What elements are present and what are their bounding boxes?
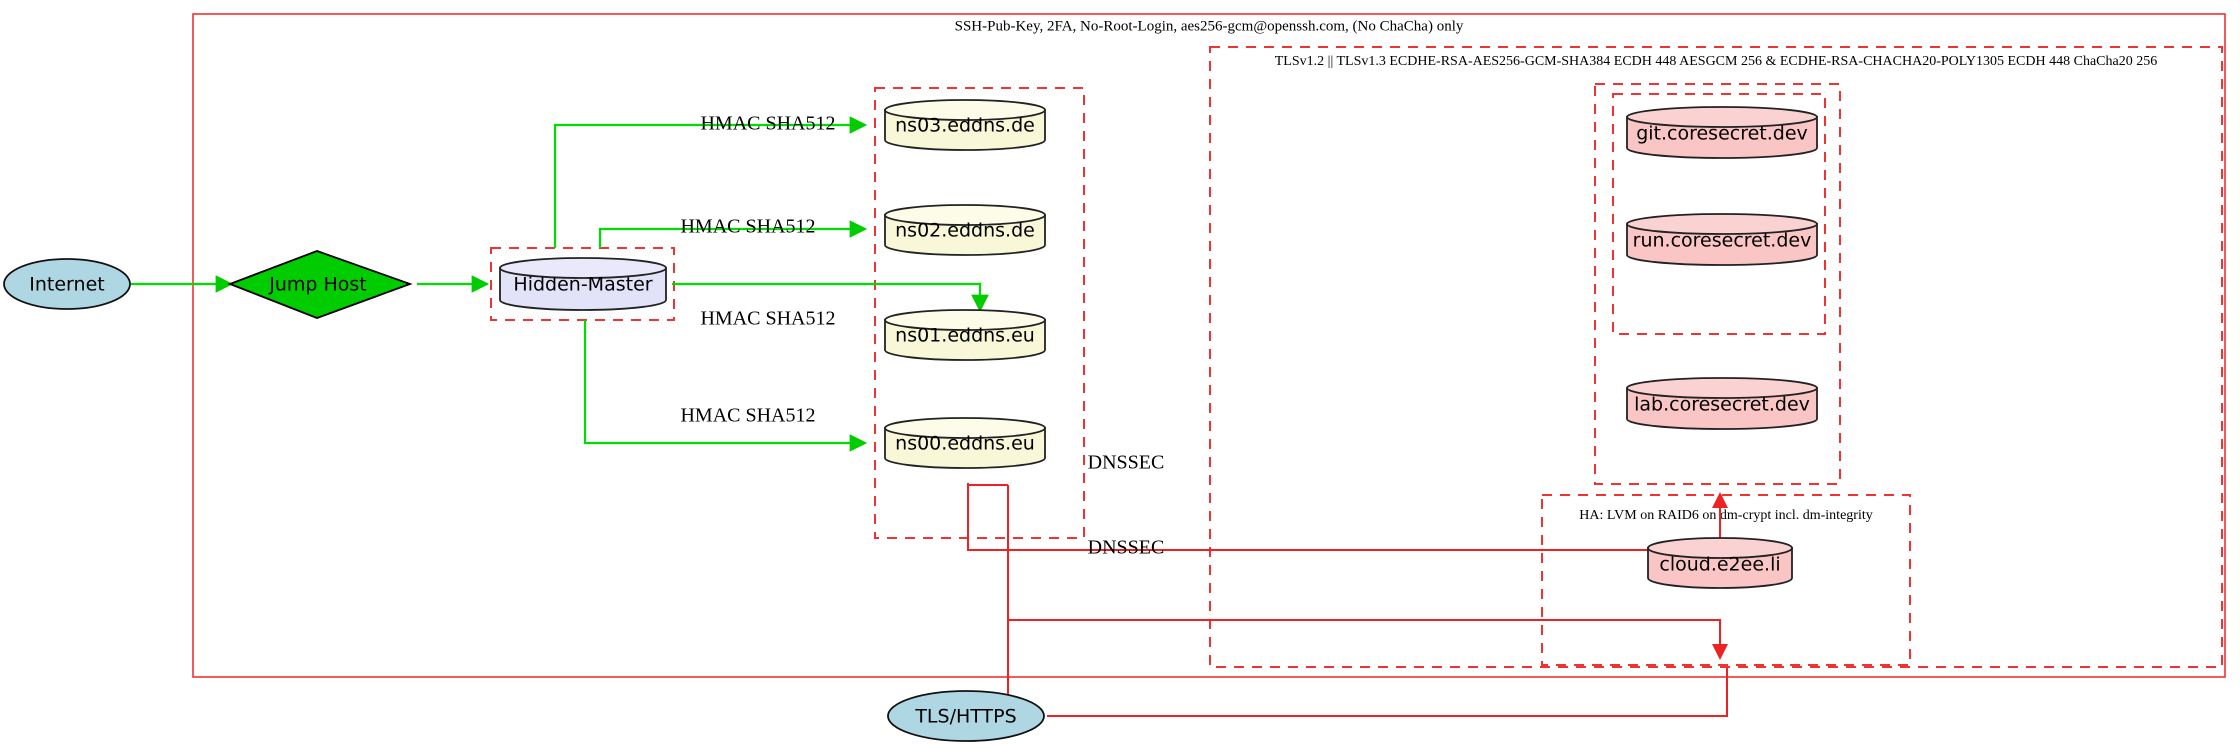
node-lab[interactable]: lab.coresecret.dev: [1626, 377, 1818, 430]
node-lab-label: lab.coresecret.dev: [1634, 394, 1810, 416]
cluster-gitrun-zone: [1612, 93, 1826, 335]
edge-master-to-ns03: [553, 116, 868, 248]
node-run-label: run.coresecret.dev: [1633, 230, 1812, 252]
edge-dnssec-1-to-core: [967, 483, 1728, 551]
node-jumphost[interactable]: Jump Host: [227, 250, 413, 319]
edge-master-to-ns02: [598, 220, 868, 248]
edge-label-dnssec-2: DNSSEC: [1088, 537, 1165, 559]
node-internet[interactable]: Internet: [3, 258, 131, 310]
cluster-core-zone: [1594, 83, 1841, 485]
node-run[interactable]: run.coresecret.dev: [1626, 213, 1818, 266]
edge-dnssec-helper-a: [967, 483, 1008, 486]
node-ns03[interactable]: ns03.eddns.de: [884, 99, 1046, 151]
cluster-ssh-zone-label: SSH-Pub-Key, 2FA, No-Root-Login, aes256-…: [955, 18, 1464, 34]
node-internet-label: Internet: [29, 274, 104, 296]
edge-label-hmac-ns01: HMAC SHA512: [700, 308, 835, 330]
edge-label-hmac-ns00: HMAC SHA512: [680, 405, 815, 427]
edge-master-to-ns00: [583, 320, 868, 452]
edge-label-hmac-ns02: HMAC SHA512: [680, 216, 815, 238]
cluster-ha-zone-label: HA: LVM on RAID6 on dm-crypt incl. dm-in…: [1579, 508, 1872, 523]
node-ns01[interactable]: ns01.eddns.eu: [884, 309, 1046, 361]
edge-label-dnssec-1: DNSSEC: [1088, 452, 1165, 474]
node-jumphost-label: Jump Host: [268, 274, 367, 296]
node-tlshttps[interactable]: TLS/HTTPS: [887, 690, 1045, 742]
node-ns00[interactable]: ns00.eddns.eu: [884, 417, 1046, 469]
edge-dnssec-2-to-ha: [1007, 485, 1728, 660]
node-ns02-label: ns02.eddns.de: [895, 220, 1035, 242]
cluster-dns-zone: [874, 87, 1085, 539]
node-git[interactable]: git.coresecret.dev: [1626, 106, 1818, 159]
edge-tlshttps-right: [1047, 668, 1728, 717]
node-cloud-label: cloud.e2ee.li: [1659, 554, 1780, 576]
node-ns00-label: ns00.eddns.eu: [895, 433, 1035, 455]
edge-label-hmac-ns03: HMAC SHA512: [700, 113, 835, 135]
node-git-label: git.coresecret.dev: [1636, 123, 1808, 145]
cluster-tls-zone: [1209, 46, 2223, 668]
cluster-tls-zone-label: TLSv1.2 || TLSv1.3 ECDHE-RSA-AES256-GCM-…: [1275, 54, 2157, 69]
node-ns03-label: ns03.eddns.de: [895, 115, 1035, 137]
node-hidden-master[interactable]: Hidden-Master: [499, 257, 667, 311]
node-ns02[interactable]: ns02.eddns.de: [884, 204, 1046, 256]
node-cloud[interactable]: cloud.e2ee.li: [1647, 537, 1793, 589]
node-hidden-master-label: Hidden-Master: [513, 274, 652, 296]
edge-master-to-ns01: [672, 282, 989, 313]
cluster-ssh-zone: [192, 13, 2226, 678]
node-ns01-label: ns01.eddns.eu: [895, 325, 1035, 347]
node-tlshttps-label: TLS/HTTPS: [914, 706, 1016, 728]
